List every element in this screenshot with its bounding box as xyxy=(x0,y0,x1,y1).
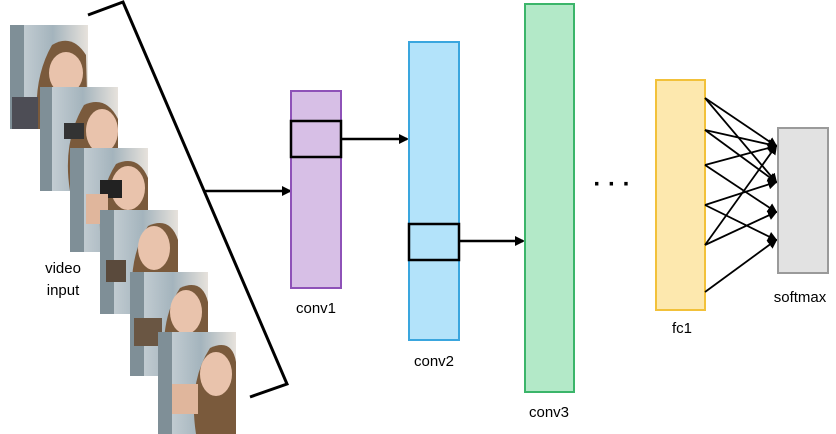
fc-arrow xyxy=(704,143,778,166)
input-bracket xyxy=(87,0,290,399)
video-frame xyxy=(158,332,236,434)
fc-connections xyxy=(704,97,778,293)
conv3-layer xyxy=(524,3,575,393)
fc1-label: fc1 xyxy=(672,320,692,337)
softmax-layer xyxy=(777,127,829,274)
conv2-layer xyxy=(408,41,460,341)
conv3-label: conv3 xyxy=(529,404,569,421)
fc-arrow xyxy=(704,97,778,184)
conv1-layer xyxy=(290,90,342,289)
video-frames xyxy=(10,25,236,434)
fc-arrow xyxy=(704,238,778,293)
video-input-label-line2: input xyxy=(47,282,80,299)
fc-arrow xyxy=(704,210,778,246)
fc-arrow xyxy=(704,179,778,206)
conv2-label: conv2 xyxy=(414,353,454,370)
conv1-label: conv1 xyxy=(296,300,336,317)
fc-arrow xyxy=(704,204,778,241)
fc-arrow xyxy=(704,129,778,150)
fc-arrow xyxy=(704,97,778,148)
ellipsis: · · · xyxy=(593,171,630,198)
fc-arrow xyxy=(704,164,778,214)
softmax-label: softmax xyxy=(774,289,827,306)
fc-arrow xyxy=(704,144,778,246)
video-input-label-line1: video xyxy=(45,260,81,277)
fc1-layer xyxy=(655,79,706,311)
